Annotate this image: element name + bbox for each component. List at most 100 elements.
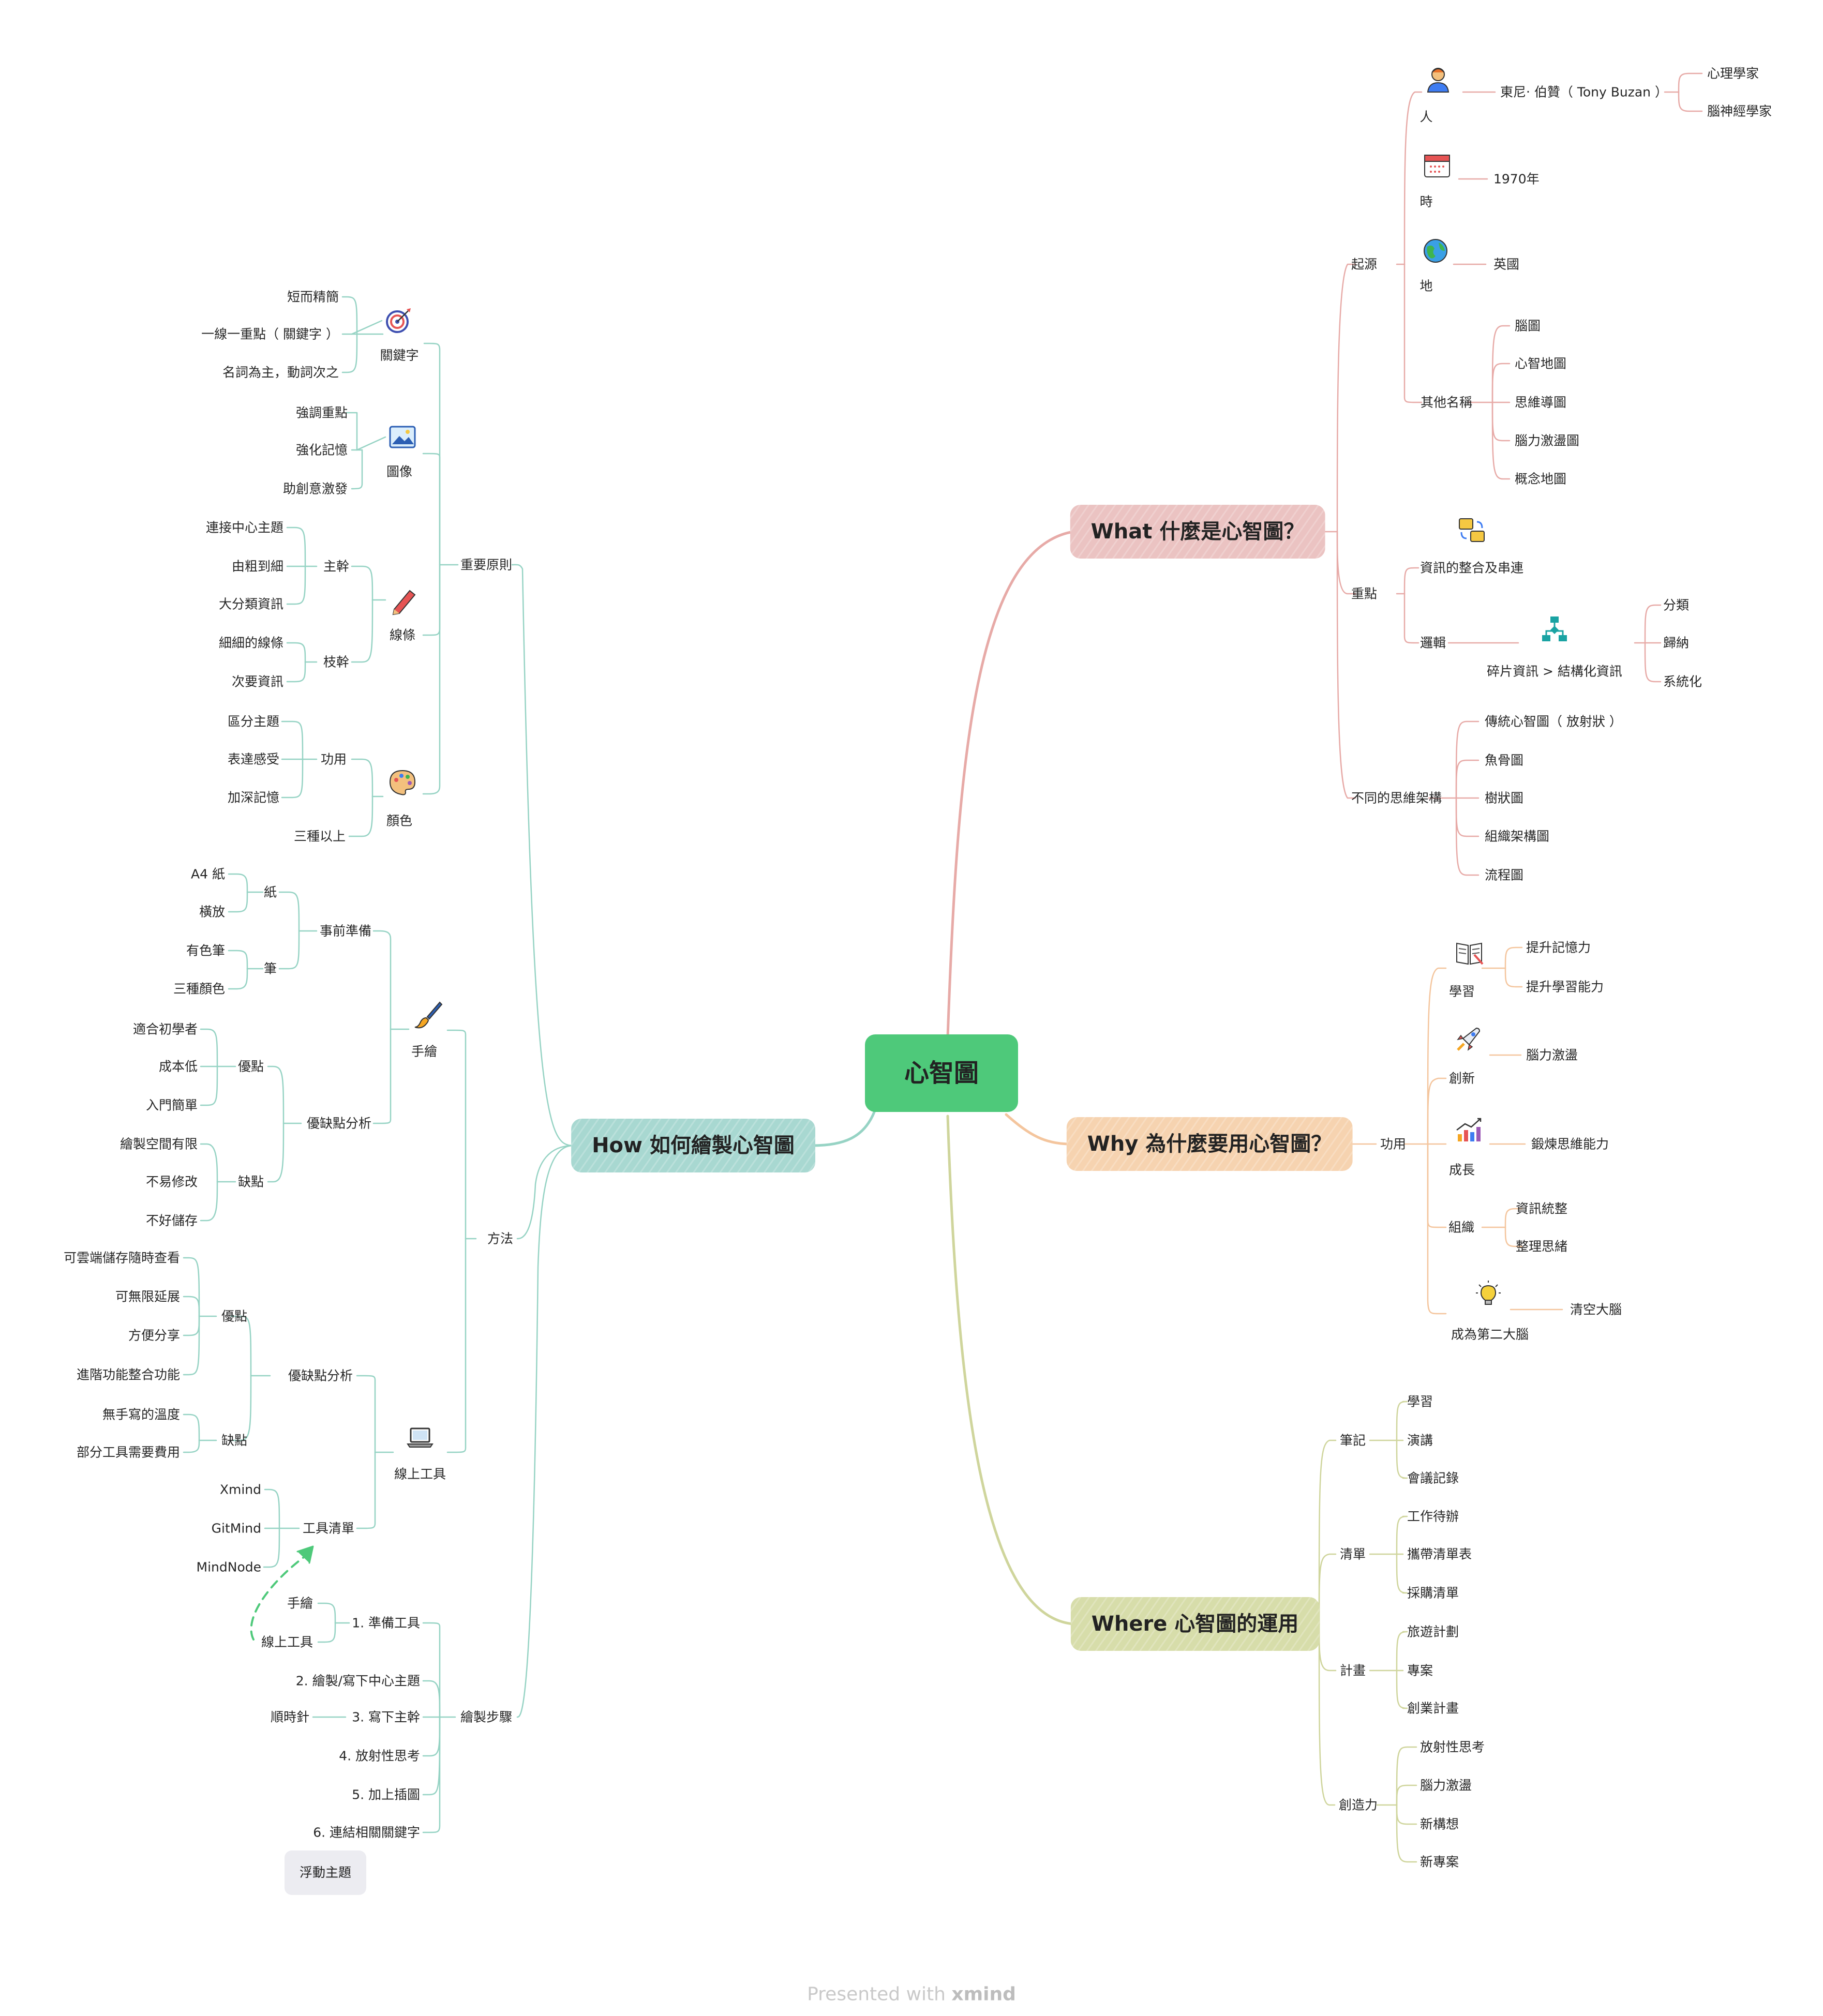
list-item[interactable]: 攜帶清單表 xyxy=(1407,1546,1472,1562)
list-item[interactable]: 連接中心主題 xyxy=(205,520,283,535)
node-notes[interactable]: 筆記 xyxy=(1340,1433,1366,1448)
node-method[interactable]: 方法 xyxy=(487,1231,514,1246)
list-item[interactable]: 表達感受 xyxy=(227,751,279,767)
node-lists[interactable]: 清單 xyxy=(1340,1546,1366,1562)
node-step-6[interactable]: 6. 連結相關關鍵字 xyxy=(313,1825,420,1840)
node-online-analysis[interactable]: 優缺點分析 xyxy=(288,1368,353,1383)
list-item[interactable]: 繪製空間有限 xyxy=(119,1136,198,1152)
node-hand-pros[interactable]: 優點 xyxy=(237,1059,264,1074)
node-person-name[interactable]: 東尼‧ 伯贊（ Tony Buzan ） xyxy=(1500,84,1668,100)
list-item[interactable]: 創業計畫 xyxy=(1407,1701,1459,1716)
node-step-2[interactable]: 2. 繪製/寫下中心主題 xyxy=(295,1673,420,1689)
list-item[interactable]: 無手寫的溫度 xyxy=(102,1407,180,1422)
node-paper[interactable]: 紙 xyxy=(263,884,277,900)
list-item[interactable]: 新專案 xyxy=(1420,1854,1459,1870)
branch-where[interactable]: Where 心智圖的運用 xyxy=(1070,1597,1320,1651)
central-topic[interactable]: 心智圖 xyxy=(865,1034,1018,1112)
list-item[interactable]: 有色筆 xyxy=(186,943,225,958)
list-item[interactable]: 三種顏色 xyxy=(173,981,225,997)
list-item[interactable]: 概念地圖 xyxy=(1515,471,1567,487)
node-twig[interactable]: 枝幹 xyxy=(323,654,349,670)
node-online-cons[interactable]: 缺點 xyxy=(221,1433,247,1448)
list-item[interactable]: MindNode xyxy=(196,1559,261,1575)
list-item[interactable]: 採購清單 xyxy=(1407,1585,1459,1601)
node-preparation[interactable]: 事前準備 xyxy=(319,923,371,939)
list-item[interactable]: 入門簡單 xyxy=(145,1097,198,1113)
node-trunk[interactable]: 主幹 xyxy=(323,559,349,574)
node-place[interactable]: 地 xyxy=(1419,278,1433,294)
list-item[interactable]: 傳統心智圖（ 放射狀 ） xyxy=(1485,714,1622,729)
list-item[interactable]: 線上工具 xyxy=(261,1634,313,1650)
list-item[interactable]: 提升記憶力 xyxy=(1526,940,1591,955)
node-online-tools[interactable]: 線上工具 xyxy=(394,1466,446,1482)
list-item[interactable]: 學習 xyxy=(1407,1394,1433,1409)
node-line[interactable]: 線條 xyxy=(389,627,416,643)
list-item[interactable]: 整理思緒 xyxy=(1516,1239,1568,1254)
list-item[interactable]: 適合初學者 xyxy=(132,1021,198,1037)
node-step-3[interactable]: 3. 寫下主幹 xyxy=(352,1709,420,1725)
list-item[interactable]: 強化記憶 xyxy=(295,442,348,458)
list-item[interactable]: 資訊統整 xyxy=(1516,1201,1568,1216)
node-step-5[interactable]: 5. 加上插圖 xyxy=(352,1787,420,1802)
node-neuroscientist[interactable]: 腦神經學家 xyxy=(1707,103,1772,119)
list-item[interactable]: 心智地圖 xyxy=(1515,356,1567,371)
list-item[interactable]: GitMind xyxy=(211,1521,261,1536)
node-growth[interactable]: 成長 xyxy=(1448,1162,1475,1178)
list-item[interactable]: 大分類資訊 xyxy=(218,596,283,612)
node-online-pros[interactable]: 優點 xyxy=(221,1308,247,1324)
node-learning[interactable]: 學習 xyxy=(1448,984,1475,999)
node-keyword[interactable]: 關鍵字 xyxy=(380,348,419,363)
node-hand-analysis[interactable]: 優缺點分析 xyxy=(306,1116,371,1131)
list-item[interactable]: 腦力激盪圖 xyxy=(1515,433,1580,448)
list-item[interactable]: A4 紙 xyxy=(191,866,225,882)
list-item[interactable]: 放射性思考 xyxy=(1420,1739,1485,1755)
list-item[interactable]: 部分工具需要費用 xyxy=(76,1445,180,1460)
node-tool-list[interactable]: 工具清單 xyxy=(302,1521,354,1536)
list-item[interactable]: 進階功能整合功能 xyxy=(76,1367,180,1382)
node-thinking[interactable]: 鍛煉思維能力 xyxy=(1531,1136,1609,1152)
node-hand-cons[interactable]: 缺點 xyxy=(237,1174,264,1190)
list-item[interactable]: 助創意激發 xyxy=(282,481,348,497)
node-country[interactable]: 英國 xyxy=(1493,257,1520,272)
list-item[interactable]: 演講 xyxy=(1407,1433,1433,1448)
node-color[interactable]: 顏色 xyxy=(386,813,413,829)
list-item[interactable]: 流程圖 xyxy=(1485,867,1524,883)
node-integration[interactable]: 資訊的整合及串連 xyxy=(1420,560,1524,576)
branch-why[interactable]: Why 為什麼要用心智圖？ xyxy=(1066,1117,1353,1171)
list-item[interactable]: 加深記憶 xyxy=(227,790,279,805)
list-item[interactable]: 方便分享 xyxy=(128,1328,180,1343)
floating-topic[interactable]: 浮動主題 xyxy=(285,1850,366,1895)
node-three-plus[interactable]: 三種以上 xyxy=(293,829,346,844)
branch-what[interactable]: What 什麼是心智圖？ xyxy=(1070,505,1325,559)
list-item[interactable]: 區分主題 xyxy=(227,714,279,729)
node-person[interactable]: 人 xyxy=(1419,109,1433,125)
list-item[interactable]: 系統化 xyxy=(1663,674,1702,689)
list-item[interactable]: 不好儲存 xyxy=(145,1213,198,1228)
list-item[interactable]: 細細的線條 xyxy=(218,635,283,651)
node-hand-drawn[interactable]: 手繪 xyxy=(411,1044,438,1059)
node-second-brain[interactable]: 成為第二大腦 xyxy=(1451,1327,1529,1342)
node-logic[interactable]: 邏輯 xyxy=(1420,635,1446,651)
node-fragment-to-structure[interactable]: 碎片資訊 > 結構化資訊 xyxy=(1487,664,1622,679)
node-innovation[interactable]: 創新 xyxy=(1448,1071,1475,1086)
list-item[interactable]: 新構想 xyxy=(1420,1816,1459,1832)
list-item[interactable]: 橫放 xyxy=(199,904,225,920)
node-focus[interactable]: 重點 xyxy=(1351,586,1378,601)
node-other-names[interactable]: 其他名稱 xyxy=(1421,395,1473,410)
list-item[interactable]: 手繪 xyxy=(287,1596,313,1611)
node-image[interactable]: 圖像 xyxy=(386,464,413,479)
list-item[interactable]: 由粗到細 xyxy=(231,559,283,574)
node-step-4[interactable]: 4. 放射性思考 xyxy=(339,1748,420,1764)
node-plans[interactable]: 計畫 xyxy=(1340,1663,1366,1678)
list-item[interactable]: 強調重點 xyxy=(295,405,348,420)
list-item[interactable]: 腦力激盪 xyxy=(1420,1778,1472,1793)
list-item[interactable]: 可無限延展 xyxy=(115,1289,180,1304)
node-frameworks[interactable]: 不同的思維架構 xyxy=(1351,790,1442,806)
node-pen[interactable]: 筆 xyxy=(263,961,277,976)
node-step-1[interactable]: 1. 準備工具 xyxy=(352,1615,420,1631)
node-organize[interactable]: 組織 xyxy=(1448,1220,1475,1235)
node-origin[interactable]: 起源 xyxy=(1351,257,1378,272)
list-item[interactable]: 歸納 xyxy=(1663,635,1690,651)
list-item[interactable]: 思維導圖 xyxy=(1515,395,1567,410)
node-brainstorm[interactable]: 腦力激盪 xyxy=(1526,1047,1578,1063)
